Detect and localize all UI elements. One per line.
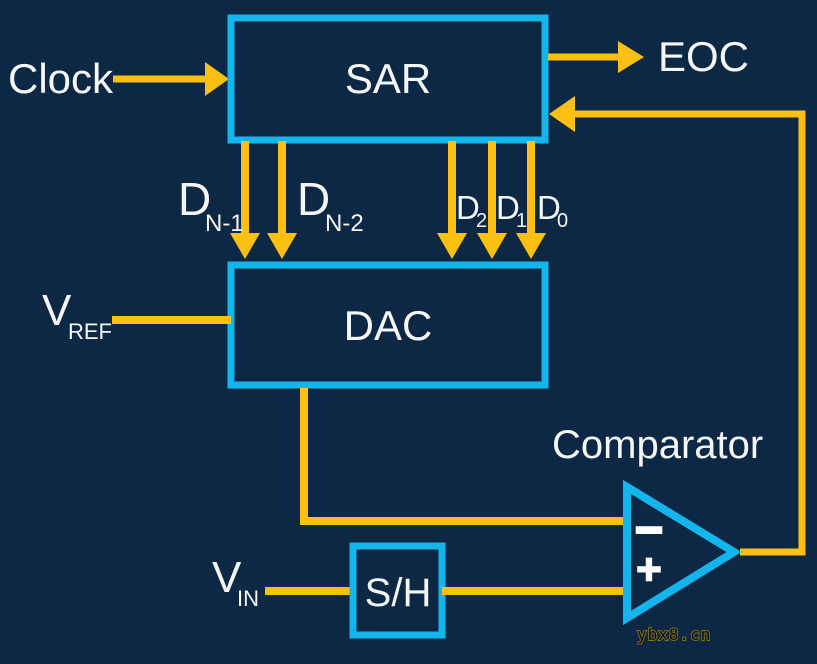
bit-label-d1-sub: 1 bbox=[516, 210, 527, 232]
vref-signal: V REF bbox=[42, 286, 231, 344]
bit-arrowhead-d2-icon bbox=[437, 233, 467, 259]
dac-label: DAC bbox=[344, 302, 433, 349]
bit-arrowhead-dn1-icon bbox=[230, 233, 260, 259]
bit-label-d2-sub: 2 bbox=[476, 210, 487, 232]
comparator-label: Comparator bbox=[552, 423, 763, 467]
dac-block: DAC bbox=[227, 261, 549, 389]
comparator-minus-label: − bbox=[635, 504, 663, 557]
sar-block: SAR bbox=[227, 14, 549, 144]
sar-label: SAR bbox=[345, 55, 431, 102]
vref-label: V bbox=[42, 286, 72, 335]
dac-to-comparator-wire bbox=[300, 388, 625, 525]
sample-hold-block: S/H bbox=[349, 542, 446, 639]
comparator-plus-label: + bbox=[636, 545, 662, 594]
feedback-arrowhead-icon bbox=[549, 96, 575, 132]
watermark-text: ybx8.cn bbox=[637, 625, 711, 644]
eoc-arrowhead-icon bbox=[618, 41, 644, 73]
comparator-feedback-signal bbox=[549, 96, 806, 556]
vref-label-sub: REF bbox=[68, 319, 112, 344]
comparator-triangle bbox=[623, 479, 742, 626]
bit-arrowhead-dn2-icon bbox=[267, 233, 297, 259]
bit-label-dn2: D bbox=[297, 173, 330, 225]
bit-signals: D N-1 D N-2 D 2 D 1 D 0 bbox=[178, 141, 568, 259]
comparator-block: Comparator − + bbox=[552, 423, 763, 626]
bit-label-d0-sub: 0 bbox=[557, 210, 568, 232]
clock-label: Clock bbox=[8, 55, 114, 102]
bit-label-dn2-sub: N-2 bbox=[325, 210, 364, 237]
eoc-label: EOC bbox=[658, 33, 749, 80]
bit-label-dn1: D bbox=[178, 173, 211, 225]
vin-label: V bbox=[212, 553, 242, 602]
sample-hold-label: S/H bbox=[365, 571, 432, 615]
dac-box bbox=[227, 261, 549, 389]
clock-signal: Clock bbox=[8, 55, 229, 102]
bit-label-d2: D bbox=[456, 189, 480, 226]
eoc-signal: EOC bbox=[548, 33, 749, 80]
bit-label-dn1-sub: N-1 bbox=[205, 210, 244, 237]
sar-box bbox=[227, 14, 549, 144]
vin-label-sub: IN bbox=[237, 586, 259, 611]
bit-arrowhead-d1-icon bbox=[477, 233, 507, 259]
clock-arrowhead-icon bbox=[205, 62, 229, 96]
bit-arrowhead-d0-icon bbox=[516, 233, 546, 259]
feedback-wire bbox=[572, 110, 806, 556]
bit-label-d0: D bbox=[537, 189, 561, 226]
bit-label-d1: D bbox=[496, 189, 520, 226]
vin-signal: V IN bbox=[212, 553, 353, 611]
